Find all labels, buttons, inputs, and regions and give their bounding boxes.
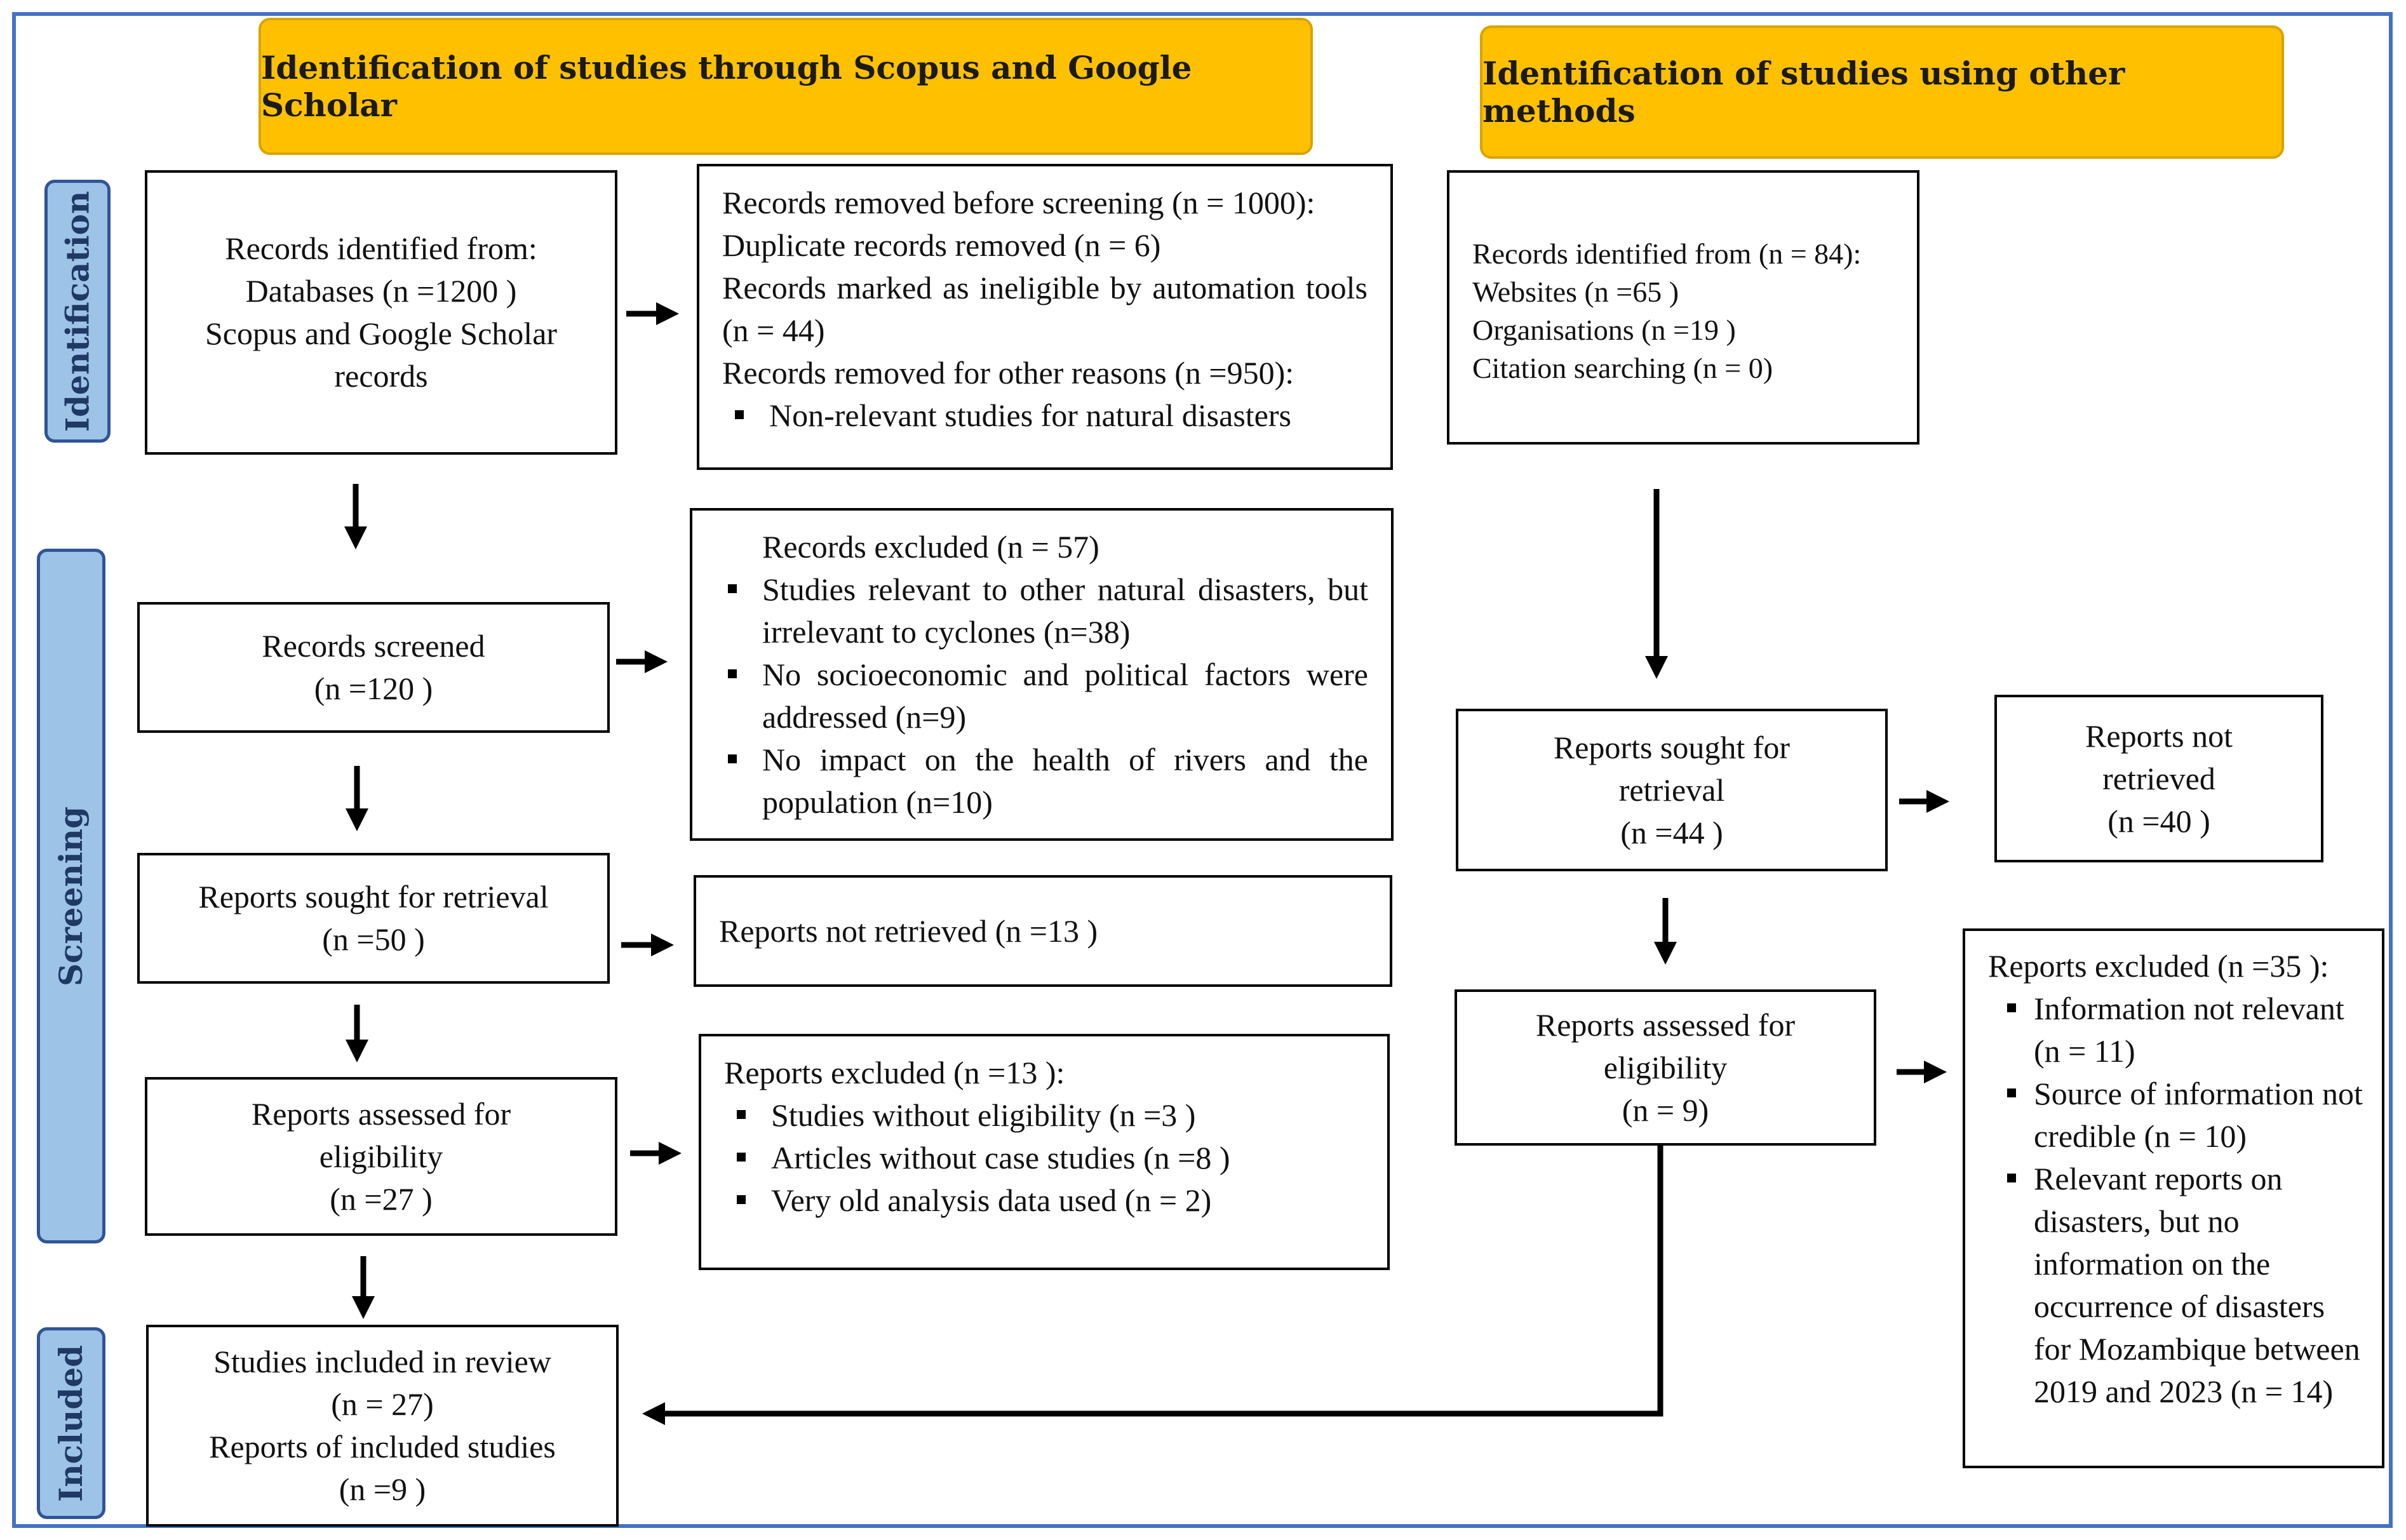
- other-records-line-2: Websites (n =65 ): [1472, 276, 1679, 308]
- records-removed-bullet: Non-relevant studies for natural disaste…: [722, 394, 1368, 437]
- records-removed-box: Records removed before screening (n = 10…: [697, 164, 1393, 470]
- other-reports-assessed-line-1: Reports assessed for: [1535, 1007, 1796, 1043]
- records-removed-line-1: Records removed before screening (n = 10…: [722, 185, 1315, 220]
- other-records-line-3: Organisations (n =19 ): [1472, 314, 1736, 346]
- other-reports-excluded-bullet-1: Information not relevant (n = 11): [1988, 988, 2363, 1073]
- included-line-3: Reports of included studies: [209, 1429, 556, 1464]
- records-excluded-bullet-2: No socioeconomic and political factors w…: [715, 653, 1368, 739]
- arrow-other-assessed-to-included: [642, 1146, 1663, 1425]
- records-screened-box: Records screened (n =120 ): [137, 602, 610, 733]
- reports-not-retrieved-box: Reports not retrieved (n =13 ): [694, 875, 1392, 987]
- other-reports-sought-box: Reports sought for retrieval (n =44 ): [1456, 709, 1888, 871]
- records-screened-line-1: Records screened: [262, 628, 485, 664]
- stage-screening: Screening: [37, 549, 105, 1243]
- records-identified-line-3: Scopus and Google Scholar: [205, 316, 558, 351]
- included-line-2: (n = 27): [331, 1386, 434, 1422]
- reports-sought-box: Reports sought for retrieval (n =50 ): [137, 853, 610, 984]
- other-not-retrieved-line-2: retrieved: [2102, 760, 2215, 796]
- other-reports-excluded-bullet-3: Relevant reports on disasters, but no in…: [1988, 1158, 2363, 1413]
- other-reports-assessed-line-2: eligibility: [1603, 1049, 1728, 1085]
- other-records-line-4: Citation searching (n = 0): [1472, 352, 1773, 384]
- stage-included: Included: [37, 1327, 105, 1519]
- other-reports-sought-line-1: Reports sought for: [1553, 729, 1791, 765]
- included-line-1: Studies included in review: [213, 1344, 551, 1379]
- records-identified-line-4: records: [334, 358, 428, 394]
- records-removed-line-2: Duplicate records removed (n = 6): [722, 227, 1161, 263]
- records-excluded-bullet-3: No impact on the health of rivers and th…: [715, 739, 1368, 824]
- reports-not-retrieved-label: Reports not retrieved (n =13 ): [719, 913, 1098, 949]
- reports-sought-line-1: Reports sought for retrieval: [198, 879, 549, 914]
- records-identified-line-2: Databases (n =1200 ): [245, 273, 517, 309]
- outer-frame: [12, 12, 2393, 1528]
- reports-excluded-bullet-2: Articles without case studies (n =8 ): [724, 1137, 1364, 1179]
- reports-sought-line-2: (n =50 ): [322, 921, 425, 957]
- other-not-retrieved-line-1: Reports not: [2085, 718, 2233, 754]
- reports-assessed-line-1: Reports assessed for: [251, 1095, 511, 1132]
- header-left: Identification of studies through Scopus…: [259, 18, 1313, 155]
- reports-assessed-line-2: eligibility: [319, 1138, 443, 1174]
- other-reports-not-retrieved-box: Reports not retrieved (n =40 ): [1994, 695, 2323, 862]
- other-reports-excluded-box: Reports excluded (n =35 ): Information n…: [1963, 928, 2384, 1468]
- other-reports-excluded-bullet-2: Source of information not credible (n = …: [1988, 1073, 2363, 1158]
- reports-excluded-title: Reports excluded (n =13 ):: [724, 1055, 1065, 1090]
- other-records-identified-box: Records identified from (n = 84): Websit…: [1447, 170, 1919, 445]
- other-records-line-1: Records identified from (n = 84):: [1472, 238, 1862, 270]
- other-reports-sought-line-3: (n =44 ): [1620, 814, 1723, 850]
- records-excluded-bullet-1: Studies relevant to other natural disast…: [715, 568, 1368, 653]
- records-excluded-box: Records excluded (n = 57) Studies releva…: [690, 508, 1394, 841]
- included-line-4: (n =9 ): [339, 1471, 426, 1507]
- other-reports-excluded-title: Reports excluded (n =35 ):: [1988, 948, 2329, 984]
- reports-excluded-bullet-1: Studies without eligibility (n =3 ): [724, 1094, 1364, 1137]
- other-reports-assessed-line-3: (n = 9): [1622, 1092, 1709, 1128]
- included-box: Studies included in review (n = 27) Repo…: [146, 1325, 619, 1527]
- other-reports-assessed-box: Reports assessed for eligibility (n = 9): [1455, 989, 1876, 1146]
- records-removed-line-4: Records removed for other reasons (n =95…: [722, 355, 1294, 391]
- header-left-label: Identification of studies through Scopus…: [261, 49, 1192, 124]
- records-excluded-title: Records excluded (n = 57): [762, 529, 1099, 565]
- records-identified-box: Records identified from: Databases (n =1…: [145, 170, 617, 455]
- stage-identification: Identification: [44, 180, 111, 443]
- records-screened-line-2: (n =120 ): [314, 671, 433, 706]
- header-right: Identification of studies using other me…: [1480, 25, 2284, 159]
- other-not-retrieved-line-3: (n =40 ): [2107, 803, 2210, 839]
- records-identified-line-1: Records identified from:: [225, 231, 537, 266]
- reports-assessed-box: Reports assessed for eligibility (n =27 …: [145, 1077, 617, 1236]
- header-right-label: Identification of studies using other me…: [1482, 55, 2125, 130]
- reports-excluded-box: Reports excluded (n =13 ): Studies witho…: [699, 1034, 1390, 1270]
- other-reports-sought-line-2: retrieval: [1618, 772, 1725, 808]
- reports-assessed-line-3: (n =27 ): [330, 1181, 433, 1217]
- records-removed-line-3: Records marked as ineligible by automati…: [722, 270, 1368, 348]
- reports-excluded-bullet-3: Very old analysis data used (n = 2): [724, 1179, 1364, 1222]
